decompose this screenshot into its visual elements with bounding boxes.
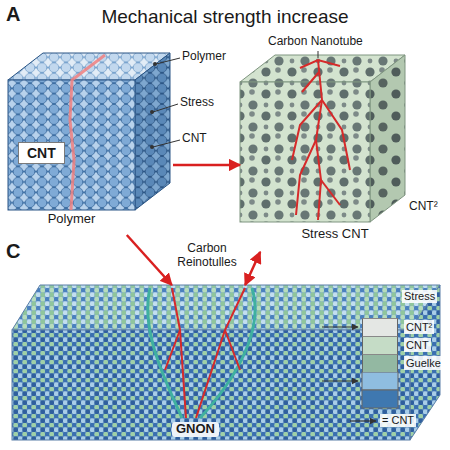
crack-lines (292, 60, 350, 220)
stress-paths (165, 288, 245, 418)
legend-label: Guelke (404, 356, 443, 370)
stress-path (196, 288, 245, 418)
crack-line (300, 60, 340, 68)
legend-row: CNT² (362, 318, 443, 336)
stress-path (172, 288, 186, 418)
leader-line (153, 104, 178, 112)
crack-line (292, 100, 322, 160)
fiber-curve (200, 288, 255, 418)
scale-swatch (362, 372, 398, 390)
part-label: Stress (180, 96, 214, 110)
part-label: Polymer (182, 50, 226, 64)
crack-line (316, 60, 322, 220)
leader-line (156, 58, 180, 64)
composite-slab: GNON (10, 285, 400, 445)
panel-letter: C (6, 240, 20, 263)
part-label: Carbon Reinotulles (169, 242, 245, 270)
legend-swatch (362, 336, 398, 354)
scale-note: = CNT (380, 414, 416, 427)
fiber-curve (148, 288, 182, 418)
part-label: Carbon Nanotube (268, 35, 363, 49)
crack-line (302, 72, 319, 92)
polymer-cube: Polymer CNT (8, 50, 173, 235)
leader-line (153, 140, 180, 147)
node-label: GNON (172, 422, 219, 437)
nanotube-cube: Stress CNT (240, 52, 408, 252)
legend-row: Guelke (362, 354, 443, 372)
legend-row: CNT (362, 336, 443, 354)
stress-arrow (127, 235, 172, 285)
part-label: CNT (182, 132, 207, 146)
leader-dot (150, 145, 154, 149)
legend-swatch (362, 318, 398, 336)
node-label: Polymer (8, 212, 135, 227)
stress-arrow (245, 252, 260, 285)
legend-label: CNT (404, 338, 431, 352)
scale-swatch (362, 390, 398, 408)
crack-line (322, 100, 350, 170)
legend-swatch (362, 354, 398, 372)
slab-front (12, 330, 410, 440)
part-label: Stress (402, 290, 437, 303)
diagram-title: Mechanical strength increase (0, 6, 450, 28)
leader-line (318, 51, 319, 58)
stress-arrow (173, 164, 240, 167)
cnt-box: CNT (18, 142, 65, 164)
stress-line (70, 55, 105, 210)
stress-path (225, 330, 240, 370)
pointer-arrow (322, 380, 358, 381)
cube-front (240, 82, 370, 222)
crack-line (296, 140, 316, 215)
pointer-arrow (322, 326, 358, 327)
cube-side (135, 53, 170, 210)
cube-side (370, 55, 405, 222)
legend-label: CNT² (404, 320, 434, 334)
leader-dot (150, 110, 154, 114)
pointer-arrow (350, 420, 376, 421)
part-label: CNT² (409, 200, 438, 214)
legend: CNT² CNT Guelke (362, 318, 443, 372)
panel-letter: A (6, 3, 20, 26)
node-label: Stress CNT (285, 227, 385, 242)
leader-dot (153, 62, 157, 66)
crack-line (321, 180, 340, 205)
node-label: CNT (27, 145, 56, 161)
stress-path (165, 330, 180, 370)
